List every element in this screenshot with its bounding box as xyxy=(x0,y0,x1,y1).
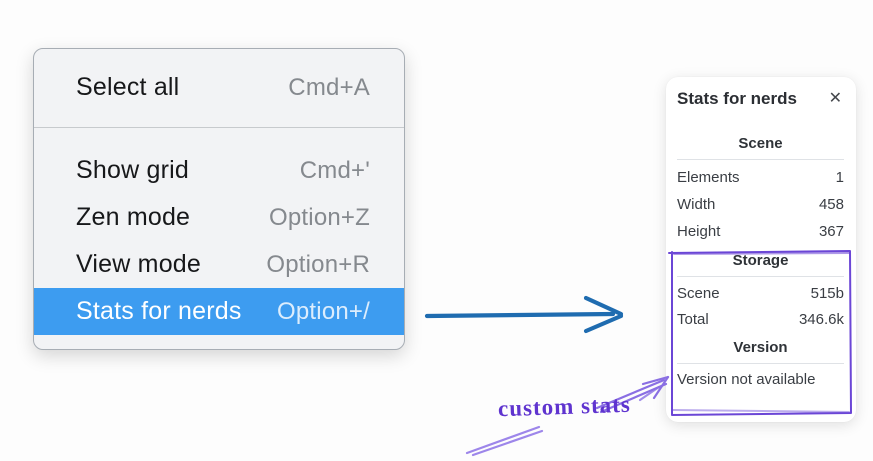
stat-label: Height xyxy=(677,223,721,240)
stats-panel-header: Stats for nerds ✕ xyxy=(677,87,844,109)
menu-item-label: Show grid xyxy=(76,156,189,184)
stat-row-total-size: Total 346.6k xyxy=(677,307,844,333)
scene-divider xyxy=(677,159,844,160)
menu-item-label: Select all xyxy=(76,73,180,101)
menu-item-shortcut: Cmd+A xyxy=(288,73,370,101)
storage-divider xyxy=(677,276,844,277)
storage-rows: Scene 515b Total 346.6k xyxy=(677,281,844,333)
sketch-arrow-icon xyxy=(595,375,670,414)
context-menu: Select all Cmd+A Show grid Cmd+' Zen mod… xyxy=(33,48,405,350)
stat-row-scene-size: Scene 515b xyxy=(677,281,844,307)
stat-value: 458 xyxy=(818,196,844,213)
stat-value: 367 xyxy=(818,223,844,240)
stat-value: 346.6k xyxy=(798,311,844,328)
menu-group-top: Select all Cmd+A xyxy=(34,49,404,127)
menu-item-shortcut: Option+/ xyxy=(277,297,370,325)
stat-row-width: Width 458 xyxy=(677,191,844,218)
menu-item-zen-mode[interactable]: Zen mode Option+Z xyxy=(34,194,404,241)
stat-label: Width xyxy=(677,196,716,213)
menu-item-shortcut: Option+Z xyxy=(269,203,370,231)
menu-divider xyxy=(34,127,404,128)
version-section-heading: Version xyxy=(733,339,788,356)
menu-item-shortcut: Cmd+' xyxy=(299,156,370,184)
stat-row-height: Height 367 xyxy=(677,218,844,245)
scene-rows: Elements 1 Width 458 Height 367 xyxy=(677,164,844,245)
menu-item-show-grid[interactable]: Show grid Cmd+' xyxy=(34,147,404,194)
scene-section-heading: Scene xyxy=(738,135,783,152)
menu-item-label: Zen mode xyxy=(76,203,191,231)
stat-label: Total xyxy=(677,311,709,328)
stat-label: Elements xyxy=(677,169,740,186)
blue-arrow-icon xyxy=(424,295,624,334)
stat-label: Scene xyxy=(677,285,720,302)
menu-item-select-all[interactable]: Select all Cmd+A xyxy=(34,64,404,111)
storage-section-heading: Storage xyxy=(732,252,789,269)
menu-item-stats-for-nerds[interactable]: Stats for nerds Option+/ xyxy=(34,288,404,335)
underline-stroke xyxy=(465,425,544,457)
custom-stats-annotation: custom stats xyxy=(497,391,632,422)
stats-panel: Stats for nerds ✕ Scene Elements 1 Width… xyxy=(666,77,856,422)
stat-row-elements: Elements 1 xyxy=(677,164,844,191)
version-divider xyxy=(677,363,844,364)
menu-item-label: View mode xyxy=(76,250,202,278)
menu-item-view-mode[interactable]: View mode Option+R xyxy=(34,241,404,288)
menu-item-shortcut: Option+R xyxy=(266,250,370,278)
menu-group-bottom: Show grid Cmd+' Zen mode Option+Z View m… xyxy=(34,128,404,349)
close-icon[interactable]: ✕ xyxy=(828,90,842,107)
version-note: Version not available xyxy=(677,371,816,388)
stat-value: 1 xyxy=(835,169,844,186)
stat-value: 515b xyxy=(810,285,844,302)
stats-panel-title: Stats for nerds xyxy=(677,89,797,108)
menu-item-label: Stats for nerds xyxy=(76,297,242,325)
